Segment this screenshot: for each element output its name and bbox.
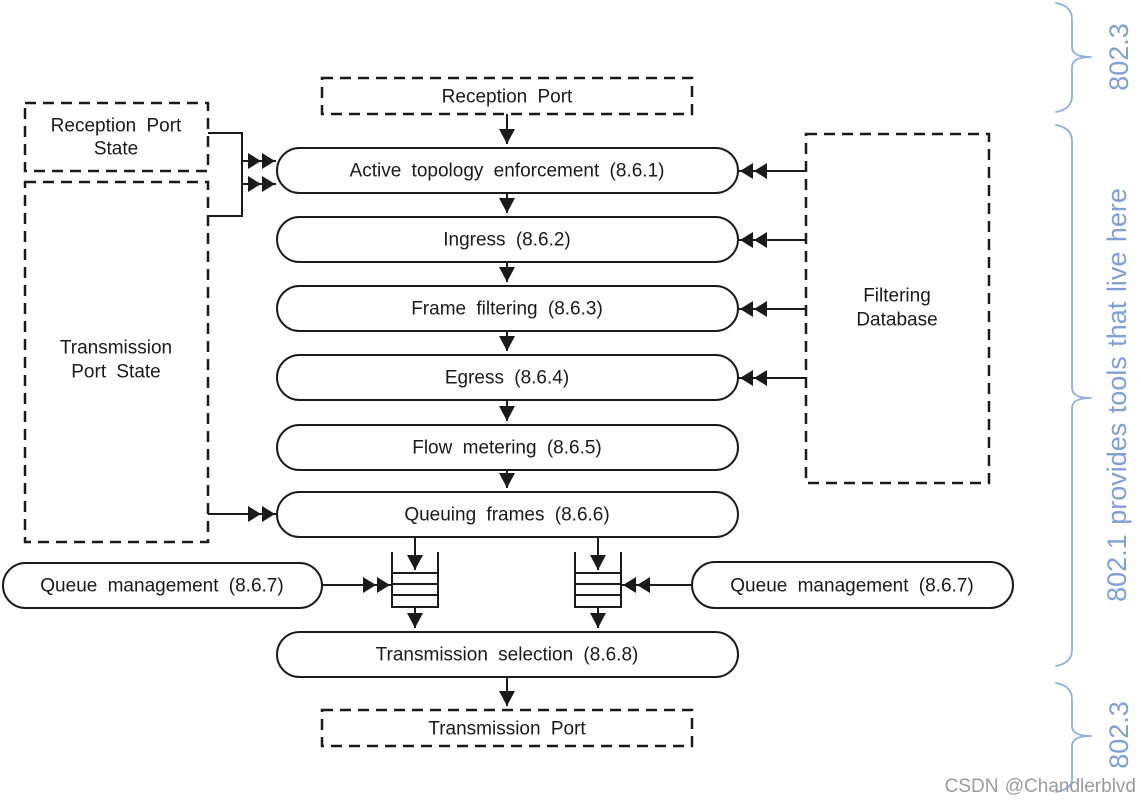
- annotation-802-3-bottom: 802.3: [1104, 701, 1134, 769]
- process-box-egress: Egress (8.6.4): [276, 354, 739, 401]
- process-box-frame-filtering: Frame filtering (8.6.3): [276, 285, 739, 332]
- transmission-port-label: Transmission Port: [428, 719, 586, 740]
- reception-port-box: Reception Port: [320, 76, 694, 116]
- process-label: Flow metering (8.6.5): [412, 438, 602, 459]
- process-label: Active topology enforcement (8.6.1): [350, 161, 665, 182]
- queue-glyph-right: [574, 552, 622, 608]
- transmission-port-box: Transmission Port: [320, 708, 694, 748]
- transmission-port-state-line1: Transmission: [60, 338, 172, 359]
- reception-port-state-box: Reception Port State: [23, 101, 210, 173]
- watermark: CSDN @Chandlerblvd: [945, 776, 1136, 797]
- queue-glyph-left: [391, 552, 439, 608]
- transmission-port-state-box: Transmission Port State: [23, 180, 210, 544]
- filtering-database-line1: Filtering: [863, 286, 931, 307]
- process-label: Frame filtering (8.6.3): [411, 299, 603, 320]
- annotation-802-1-middle: 802.1 provides tools that live here: [1102, 188, 1132, 602]
- queue-management-right-label: Queue management (8.6.7): [730, 576, 973, 597]
- process-box-flow-metering: Flow metering (8.6.5): [276, 424, 739, 471]
- process-box-transmission-selection: Transmission selection (8.6.8): [276, 631, 739, 678]
- queue-management-right-box: Queue management (8.6.7): [691, 561, 1014, 609]
- queue-management-left-box: Queue management (8.6.7): [2, 562, 323, 609]
- brace-bottom-802-3: [1055, 682, 1092, 793]
- filtering-database-line2: Database: [856, 310, 937, 331]
- filtering-database-box: Filtering Database: [804, 132, 991, 485]
- queue-management-left-label: Queue management (8.6.7): [40, 576, 283, 597]
- transmission-port-state-line2: Port State: [71, 362, 161, 383]
- process-box-ingress: Ingress (8.6.2): [276, 216, 739, 263]
- process-label: Transmission selection (8.6.8): [376, 645, 639, 666]
- reception-port-state-line1: Reception Port: [51, 116, 182, 137]
- annotation-802-3-top: 802.3: [1104, 23, 1134, 91]
- process-label: Egress (8.6.4): [445, 368, 569, 389]
- process-label: Ingress (8.6.2): [443, 230, 571, 251]
- process-box-queuing-frames: Queuing frames (8.6.6): [276, 491, 739, 538]
- process-box-active-topology: Active topology enforcement (8.6.1): [276, 147, 739, 194]
- reception-port-state-line2: State: [94, 139, 138, 160]
- reception-port-label: Reception Port: [442, 87, 573, 108]
- brace-top-802-3: [1055, 2, 1092, 113]
- port-state-bracket: [208, 132, 243, 217]
- process-label: Queuing frames (8.6.6): [404, 505, 609, 526]
- brace-middle-802-1: [1055, 124, 1092, 667]
